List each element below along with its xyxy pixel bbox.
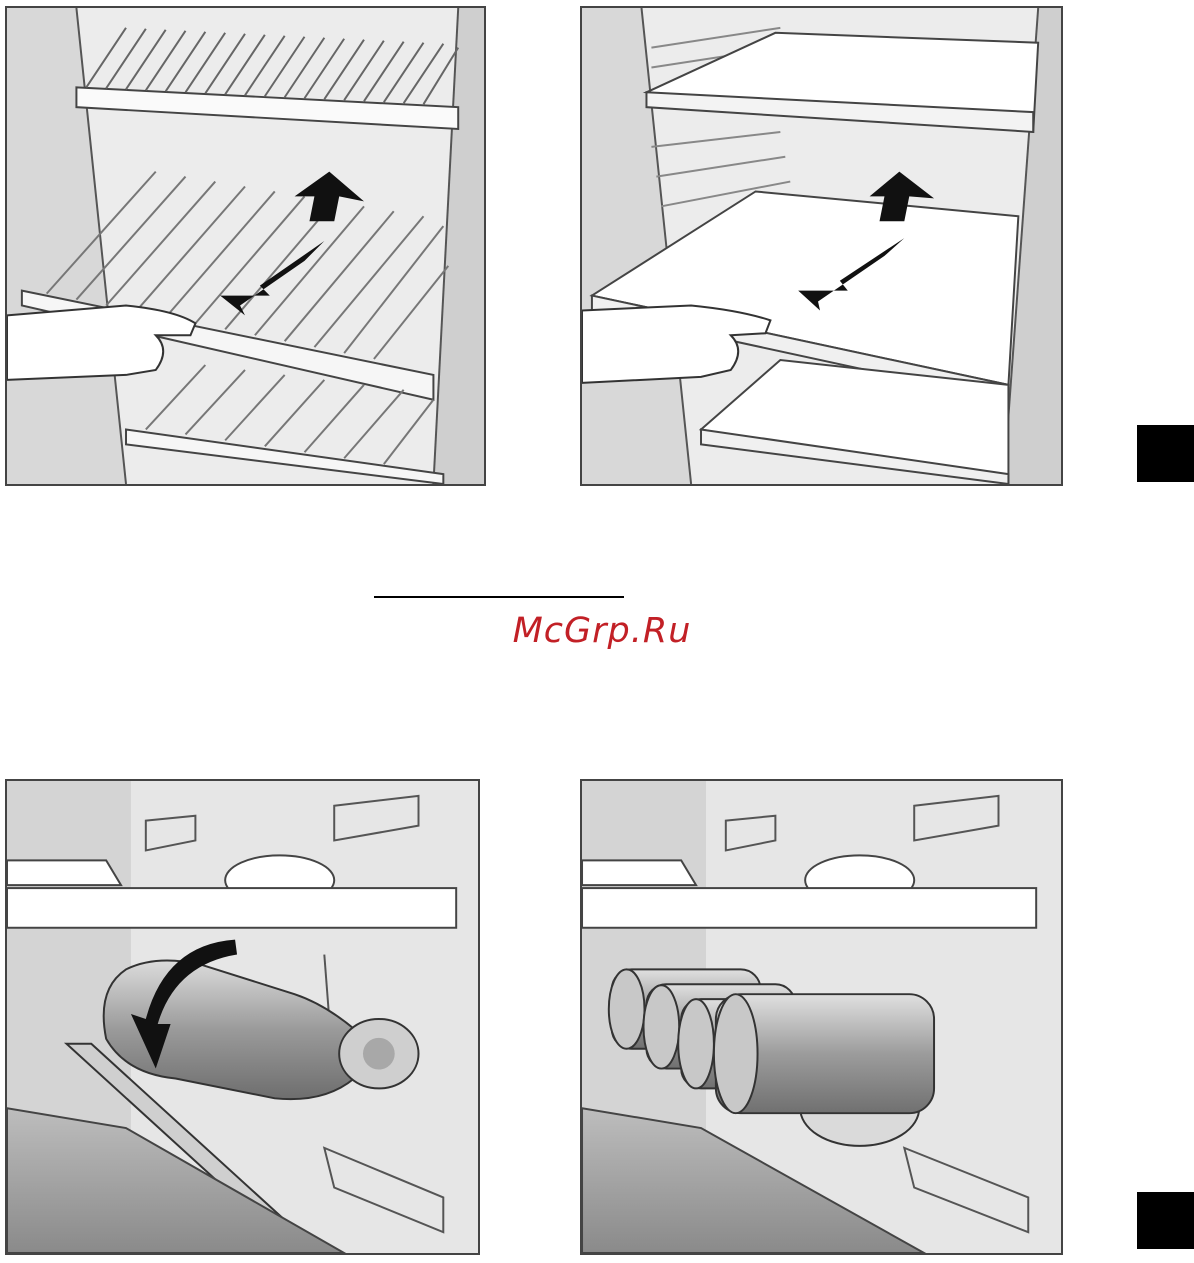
figure-bottle-rack [5, 779, 480, 1255]
can-rack-illustration [582, 781, 1061, 1253]
glass-shelf-illustration [582, 8, 1061, 484]
figure-glass-shelf-removal [580, 6, 1063, 486]
page-tab-marker [1137, 1192, 1194, 1249]
figure-wire-shelf-removal [5, 6, 486, 486]
watermark-text: McGrp.Ru [0, 611, 1194, 651]
page-tab-marker [1137, 425, 1194, 482]
figure-can-rack [580, 779, 1063, 1255]
horizontal-rule [374, 596, 624, 598]
bottle-rack-illustration [7, 781, 478, 1253]
wire-shelf-illustration [7, 8, 484, 484]
